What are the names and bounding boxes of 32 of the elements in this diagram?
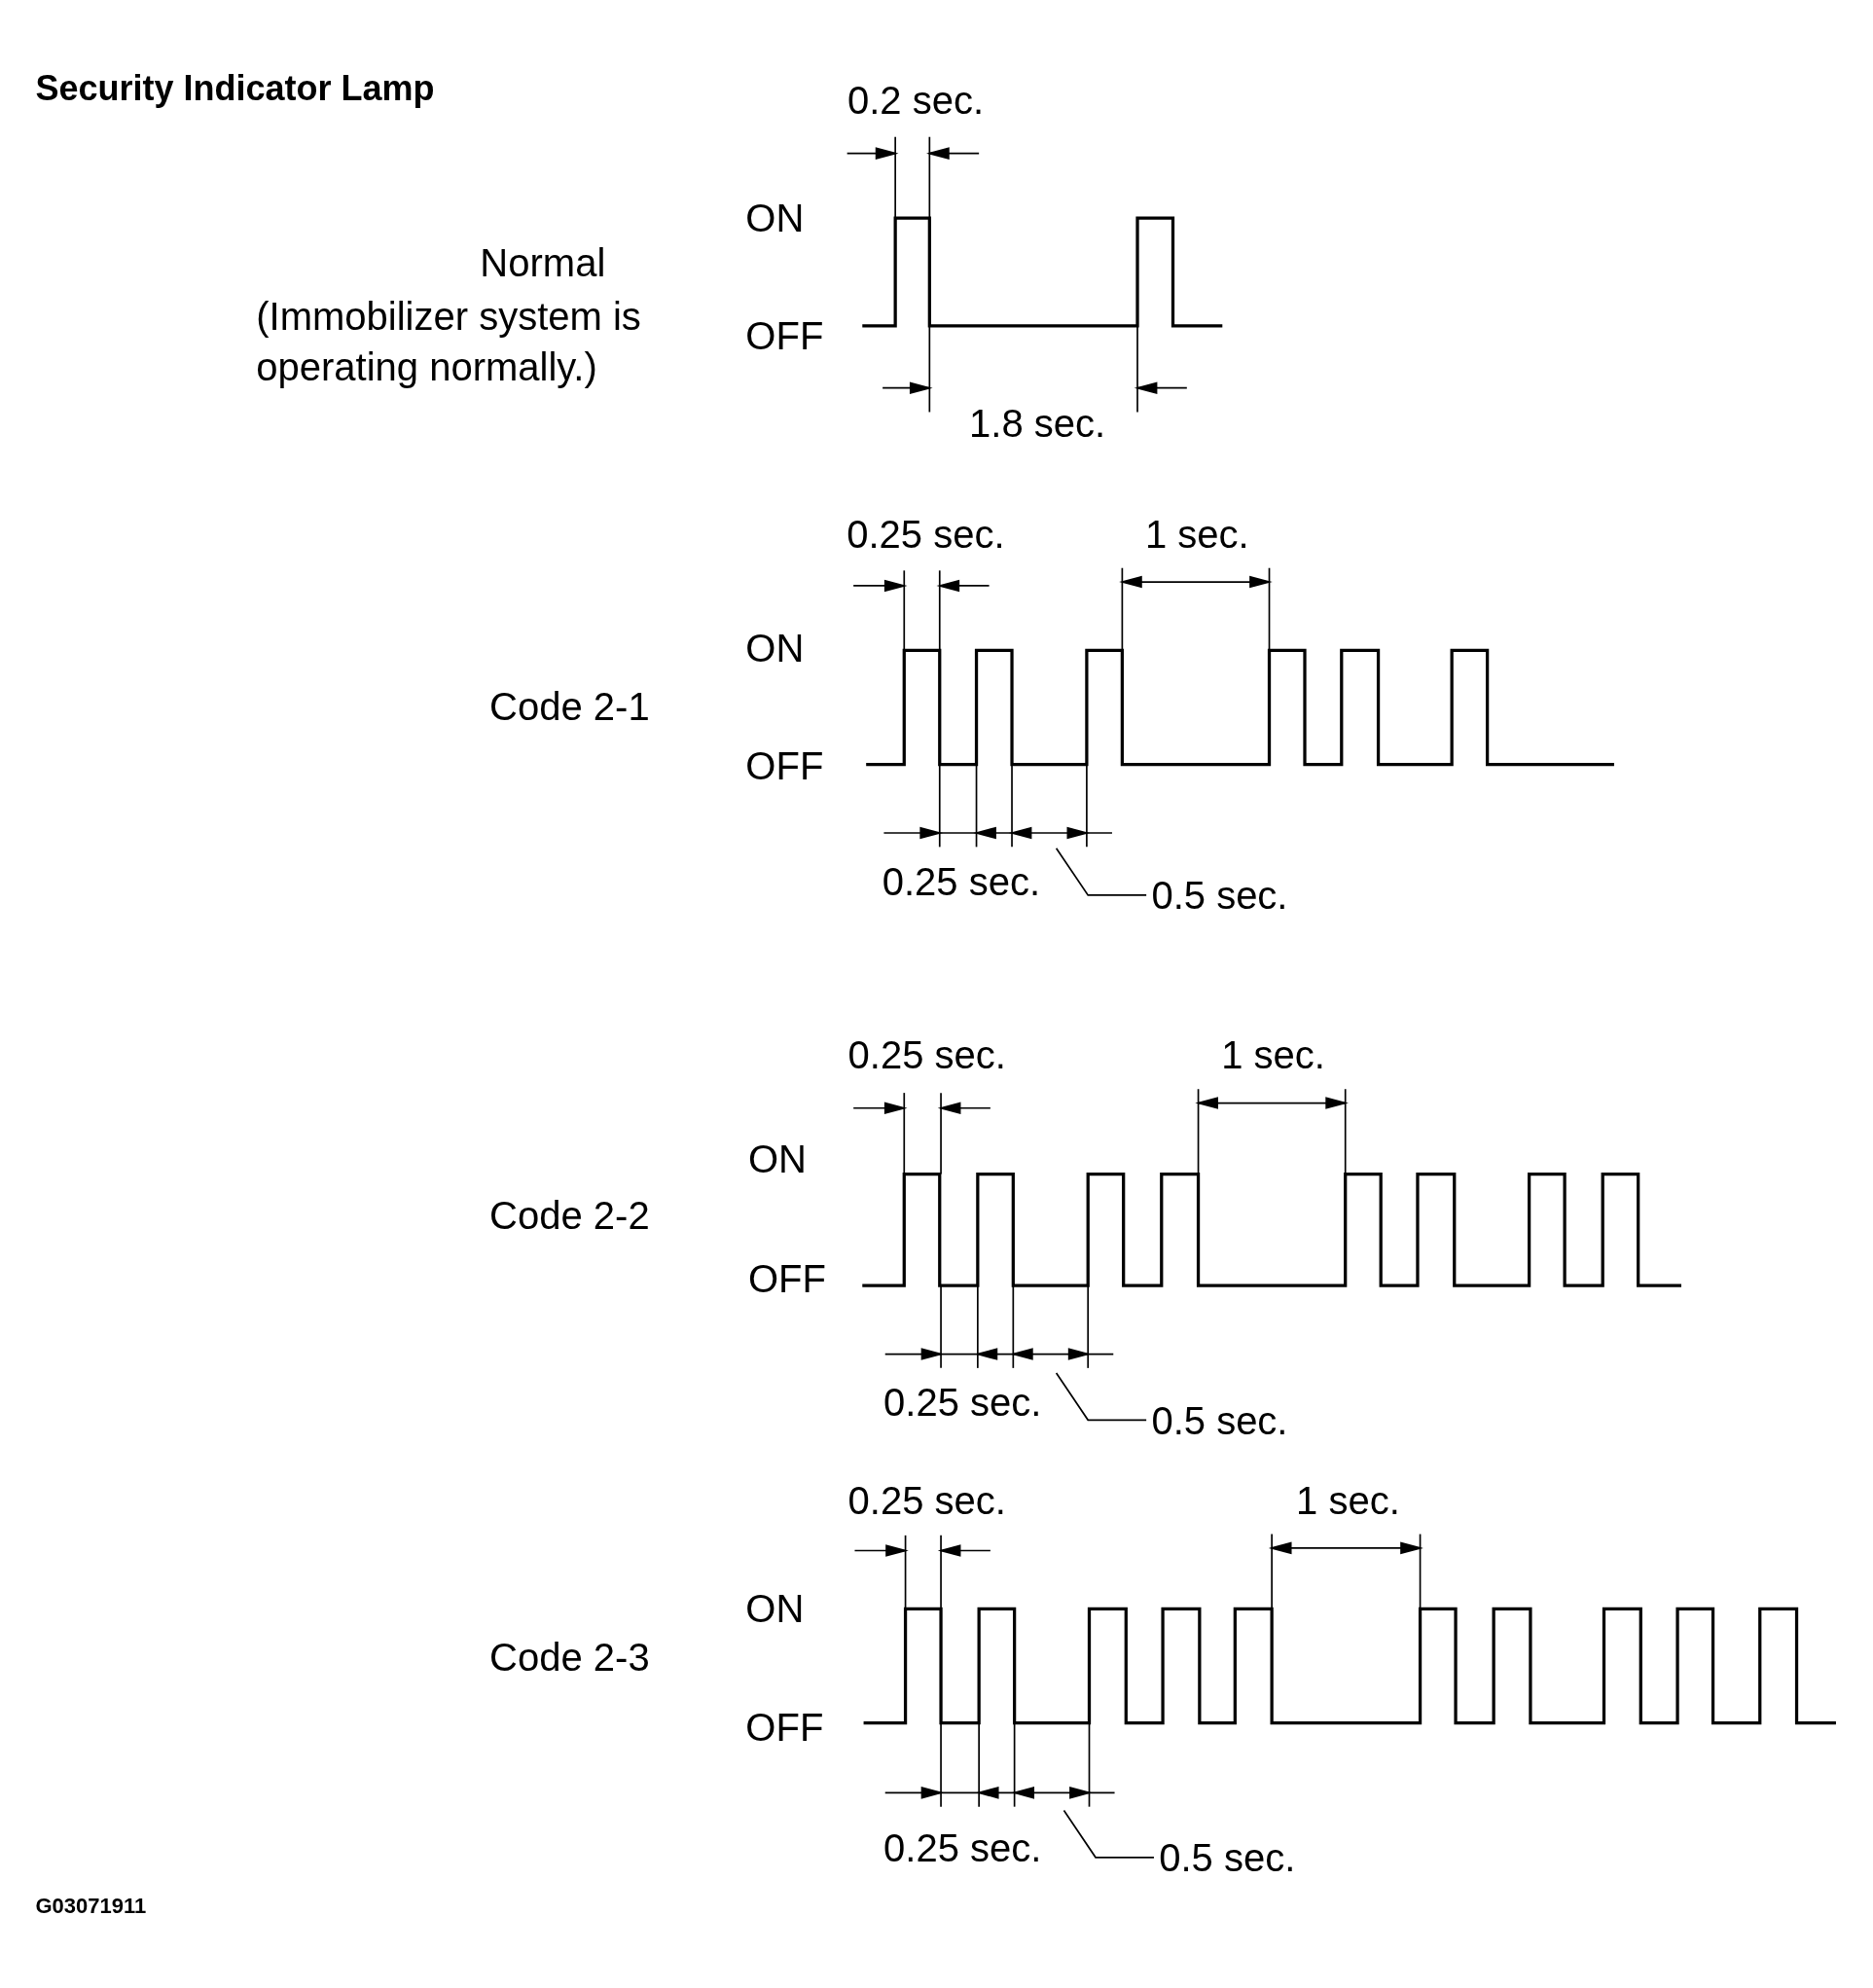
dimension-label: 0.5 sec. — [1151, 1394, 1288, 1446]
label: 1 sec. — [1144, 511, 1249, 558]
label: OFF — [745, 1705, 824, 1752]
diagram-title: Security Indicator Lamp — [35, 68, 435, 110]
dimension-label: 0.5 sec. — [1151, 870, 1288, 922]
label: OFF — [745, 313, 824, 360]
label: 1.8 sec. — [969, 401, 1106, 448]
label: 0.25 sec. — [846, 511, 1005, 558]
label: ON — [747, 1137, 807, 1183]
leader-line — [1055, 847, 1147, 896]
label: ON — [745, 1585, 805, 1632]
label: Code 2-1 — [489, 683, 650, 730]
label: 0.25 sec. — [847, 1032, 1006, 1079]
leader-line — [1063, 1809, 1155, 1859]
label: OFF — [745, 743, 824, 790]
label: ON — [745, 196, 805, 242]
label: Code 2-3 — [489, 1635, 650, 1681]
label: OFF — [747, 1255, 826, 1302]
dimension-label: 0.5 sec. — [1159, 1832, 1296, 1884]
label: 0.2 sec. — [846, 77, 984, 124]
label: 0.25 sec. — [883, 1825, 1042, 1871]
label: Normal — [480, 239, 606, 286]
label: 0.25 sec. — [883, 1380, 1042, 1427]
label: 1 sec. — [1221, 1032, 1325, 1079]
label: Code 2-2 — [489, 1192, 650, 1239]
label: 0.25 sec. — [882, 858, 1041, 905]
label: 0.25 sec. — [847, 1477, 1006, 1524]
figure-code: G03071911 — [35, 1892, 147, 1920]
label: (Immobilizer system is operating normally.) — [256, 293, 642, 390]
label: ON — [745, 626, 805, 671]
label: 1 sec. — [1296, 1477, 1400, 1524]
leader-line — [1055, 1372, 1147, 1422]
